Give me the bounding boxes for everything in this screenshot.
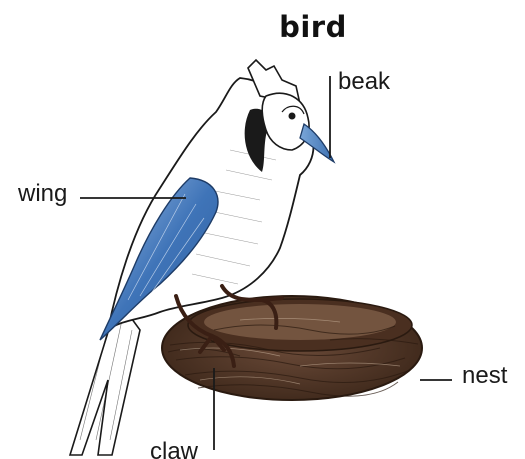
diagram-title: bird [258, 10, 368, 44]
bird-tail [70, 300, 140, 455]
label-beak: beak [338, 70, 390, 94]
label-nest: nest [462, 364, 507, 388]
label-claw: claw [150, 440, 198, 459]
label-wing: wing [18, 182, 67, 206]
bird-eye [289, 113, 296, 120]
